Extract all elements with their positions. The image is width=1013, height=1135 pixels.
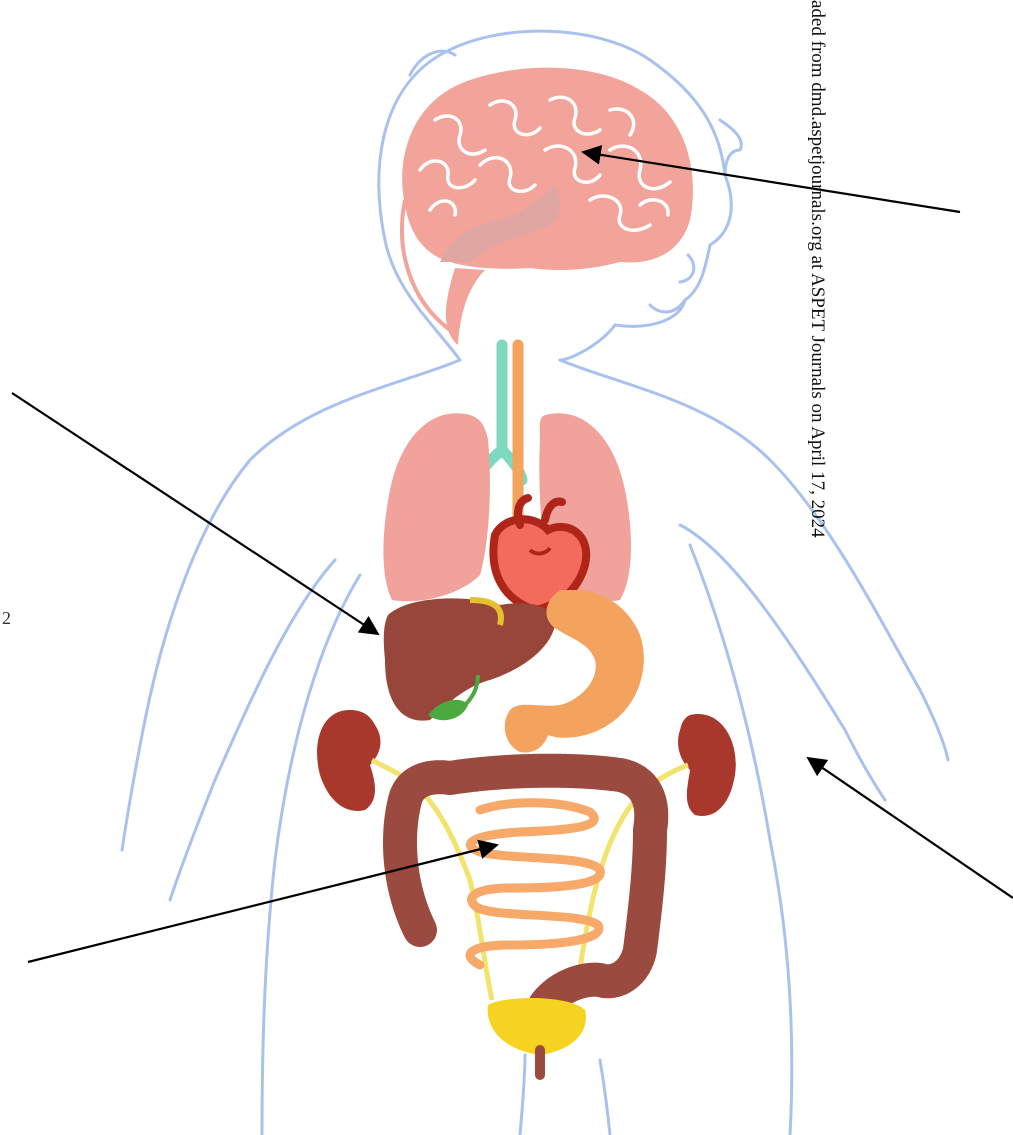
download-watermark: aded from dmd.aspetjournals.org at ASPET… (802, 0, 832, 690)
bladder (488, 998, 586, 1075)
left-torso (262, 575, 360, 1135)
small-intestine (470, 803, 600, 965)
brain (402, 68, 693, 345)
right-torso (690, 545, 792, 1135)
stray-glyph: 2 (2, 608, 11, 629)
lung-left (383, 413, 490, 601)
arrow-to-liver (12, 393, 378, 634)
kidney-left (317, 710, 380, 811)
right-leg-gap (600, 1060, 610, 1135)
nose (680, 255, 694, 282)
arrow-to-body (808, 758, 1013, 898)
crotch (520, 1055, 525, 1135)
left-inner-arm (170, 560, 335, 900)
